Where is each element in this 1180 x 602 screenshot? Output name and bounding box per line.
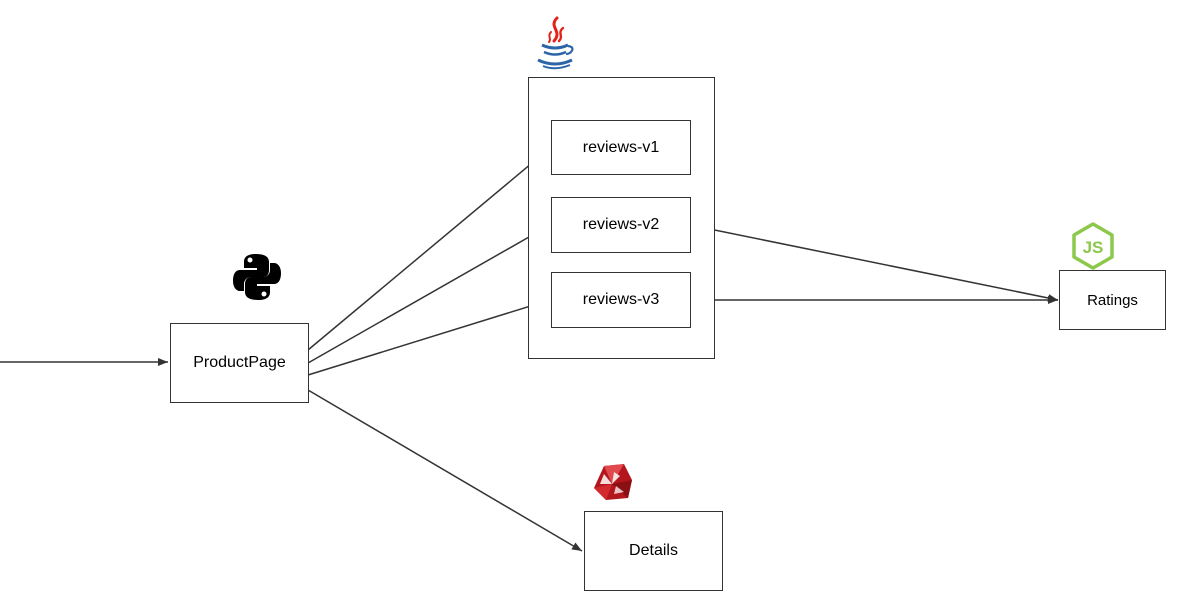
reviews-v2-node[interactable]: reviews-v2 — [551, 197, 691, 253]
productpage-node[interactable]: ProductPage — [170, 323, 309, 403]
reviews-v1-node[interactable]: reviews-v1 — [551, 120, 691, 175]
ruby-icon — [594, 464, 632, 500]
reviews-v2-label: reviews-v2 — [582, 216, 660, 233]
ratings-node[interactable]: Ratings — [1059, 270, 1166, 330]
java-icon — [537, 16, 574, 70]
productpage-label: ProductPage — [193, 354, 286, 371]
svg-text:JS: JS — [1083, 238, 1104, 257]
reviews-v1-label: reviews-v1 — [582, 138, 660, 156]
details-node[interactable]: Details — [584, 511, 723, 591]
details-label: Details — [629, 542, 678, 559]
reviews-v3-label: reviews-v3 — [582, 291, 660, 308]
edge-productpage-reviews-v1 — [307, 147, 551, 351]
reviews-v3-node[interactable]: reviews-v3 — [551, 272, 691, 328]
edge-productpage-reviews-v2 — [307, 224, 551, 364]
ratings-label: Ratings — [1087, 291, 1138, 309]
python-icon — [233, 254, 281, 300]
edge-reviews-v2-ratings — [689, 224, 1059, 302]
edge-productpage-reviews-v3 — [307, 299, 551, 376]
nodejs-icon: JS — [1072, 222, 1114, 270]
edge-productpage-details — [307, 389, 583, 552]
